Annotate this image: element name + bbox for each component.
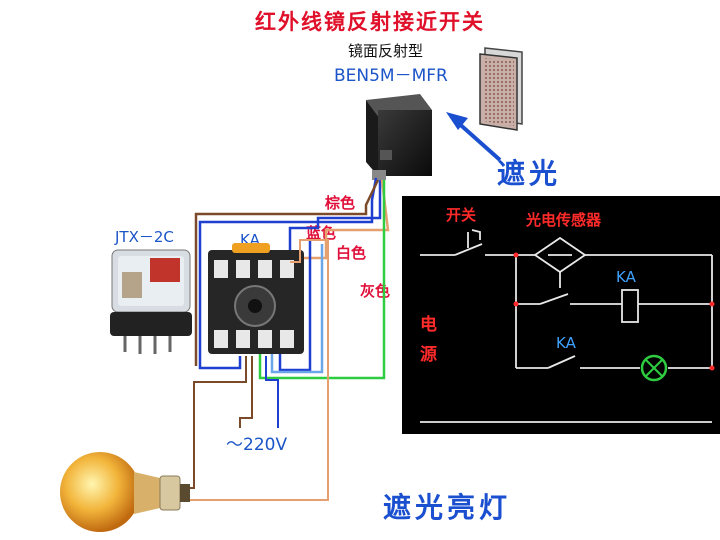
shade-label: 遮光: [497, 157, 562, 190]
relay-label: JTX－2C: [115, 228, 174, 246]
schematic-sensor-label: 光电传感器: [526, 211, 602, 229]
wire-label-brown: 棕色: [325, 194, 356, 212]
relay-socket: [208, 243, 304, 354]
schematic-power-label-1: 电: [420, 315, 437, 335]
schematic-contact-label: KA: [556, 334, 576, 352]
wire-label-gray: 灰色: [360, 282, 391, 300]
sensor-type-label: 镜面反射型: [348, 42, 424, 60]
page-title: 红外线镜反射接近开关: [255, 9, 485, 34]
bottom-caption: 遮光亮灯: [383, 491, 512, 524]
wire-label-white: 白色: [336, 244, 367, 262]
shade-arrow: [446, 112, 502, 162]
reflector-plate: [479, 47, 523, 131]
schematic-power-label-2: 源: [420, 345, 437, 365]
schematic-panel: [402, 196, 720, 434]
lamp-wires: [185, 239, 329, 501]
relay-jtx: [110, 249, 192, 354]
schematic-switch-label: 开关: [446, 206, 477, 224]
photoelectric-sensor: [366, 94, 432, 180]
supply-label: ～220V: [226, 435, 288, 455]
sensor-cables: [194, 177, 390, 380]
sensor-model-label: BEN5M－MFR: [334, 66, 448, 86]
light-bulb: [60, 452, 190, 532]
schematic-coil-label: KA: [616, 268, 636, 286]
